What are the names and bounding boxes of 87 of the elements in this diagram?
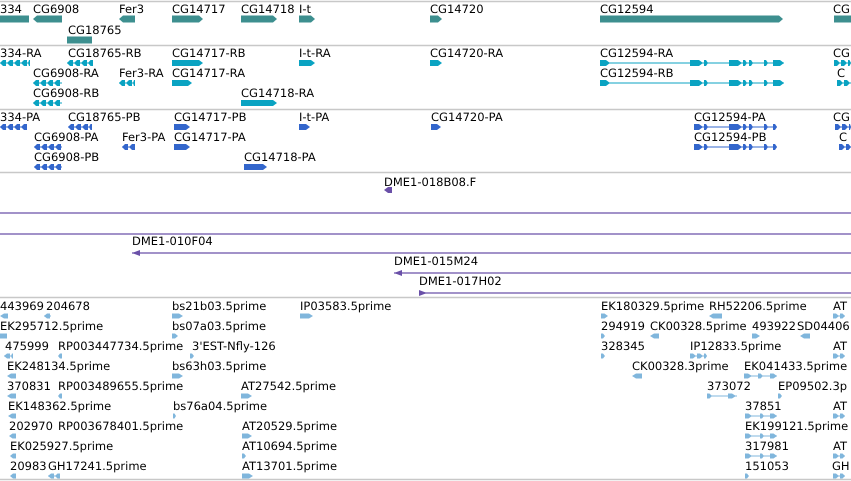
feature-label: CG12594-RB [600, 67, 674, 80]
feature-label: CG6908-PB [34, 151, 100, 164]
feature-label: AT10694.5prime [242, 440, 338, 453]
feature-label: bs63h03.5prime [172, 360, 266, 373]
feature-label: AT [833, 400, 847, 413]
feature-label: 3'EST-Nfly-126 [192, 340, 276, 353]
feature-label: EK180329.5prime [601, 300, 704, 313]
feature-label: 294919 [601, 320, 645, 333]
feature-label: C [837, 67, 846, 80]
feature-label: CG14720 [430, 3, 484, 16]
feature-label: AT [833, 340, 847, 353]
feature-label: CG14717 [172, 3, 226, 16]
feature-label: CG14718-PA [244, 151, 316, 164]
feature-label: DME1-015M24 [394, 255, 478, 268]
feature-label: RP003447734.5prime [58, 340, 184, 353]
feature-label: CG6908-RA [33, 67, 99, 80]
feature-label: CG6908 [33, 3, 80, 16]
feature-label: Fer3-RA [119, 67, 164, 80]
feature-label: DME1-017H02 [419, 275, 502, 288]
feature-label: bs21b03.5prime [172, 300, 266, 313]
feature-label: C [839, 131, 848, 144]
feature-label: Fer3 [119, 3, 144, 16]
feature-label: EK148362.5prime [8, 400, 112, 413]
feature-label: CG14717-RA [172, 67, 246, 80]
feature-label: IP03583.5prime [300, 300, 392, 313]
feature-label: 202970 [9, 420, 53, 433]
feature-label: 20983 [10, 460, 47, 473]
feature-label: CG14720-RA [430, 47, 504, 60]
feature-label: EP09502.3p [778, 380, 848, 393]
feature-label: CG12594-PA [694, 111, 766, 124]
feature-label: EK041433.5prime [744, 360, 848, 373]
feature-label: 493922 [752, 320, 796, 333]
feature-label: CG14717-PB [174, 111, 246, 124]
feature-label: I-t-PA [299, 111, 330, 124]
feature-label: 334 [0, 3, 22, 16]
feature-label: I-t [299, 3, 312, 16]
feature-label: CG14717-PA [174, 131, 246, 144]
feature-label: DME1-018B08.F [384, 176, 476, 189]
feature-label: EK199121.5prime [745, 420, 848, 433]
feature-label: CG6908-RB [33, 87, 100, 100]
feature-label: bs07a03.5prime [172, 320, 266, 333]
feature-label: AT [833, 300, 847, 313]
feature-label: AT [833, 440, 847, 453]
feature-label: 370831 [7, 380, 51, 393]
feature-label: DME1-010F04 [132, 235, 213, 248]
feature-label: CG14718-RA [241, 87, 314, 100]
feature-label: 151053 [745, 460, 789, 473]
feature-label: 317981 [745, 440, 789, 453]
feature-label: RH52206.5prime [709, 300, 807, 313]
feature-label: CG6908-PA [34, 131, 98, 144]
feature-label: IP12833.5prime [690, 340, 782, 353]
feature-label: SD04406 [797, 320, 850, 333]
feature-label: 443969 [0, 300, 44, 313]
feature-label: CK00328.3prime [632, 360, 729, 373]
feature-label: 204678 [46, 300, 90, 313]
feature-label: CK00328.5prime [650, 320, 747, 333]
feature-label: CG14718 [241, 3, 295, 16]
feature-label: CG [833, 3, 850, 16]
feature-label: EK025927.5prime [10, 440, 114, 453]
feature-label: I-t-RA [299, 47, 331, 60]
feature-label: CG12594 [600, 3, 654, 16]
feature-label: CG18765 [68, 24, 122, 37]
feature-label: 334-PA [0, 111, 40, 124]
feature-label: CG12594-PB [694, 131, 766, 144]
feature-label: 373072 [707, 380, 751, 393]
feature-label: CG14720-PA [431, 111, 503, 124]
feature-label: CG [833, 47, 850, 60]
feature-label: CG14717-RB [172, 47, 246, 60]
feature-label: Fer3-PA [122, 131, 166, 144]
feature-label: AT13701.5prime [242, 460, 338, 473]
feature-label: RP003678401.5prime [58, 420, 184, 433]
feature-label: CG12594-RA [600, 47, 674, 60]
feature-label: AT27542.5prime [241, 380, 336, 393]
feature-label: 328345 [601, 340, 645, 353]
feature-label: 334-RA [0, 47, 42, 60]
feature-label: CG18765-PB [68, 111, 140, 124]
feature-label: GH17241.5prime [48, 460, 147, 473]
feature-label: CG [833, 111, 850, 124]
feature-label: RP003489655.5prime [58, 380, 184, 393]
feature-label: EK295712.5prime [0, 320, 104, 333]
feature-label: CG18765-RB [68, 47, 142, 60]
feature-label: GH [832, 460, 850, 473]
feature-label: EK248134.5prime [7, 360, 110, 373]
feature-label: 37851 [745, 400, 782, 413]
feature-label: 475999 [5, 340, 49, 353]
feature-label: bs76a04.5prime [173, 400, 268, 413]
feature-label: AT20529.5prime [242, 420, 338, 433]
